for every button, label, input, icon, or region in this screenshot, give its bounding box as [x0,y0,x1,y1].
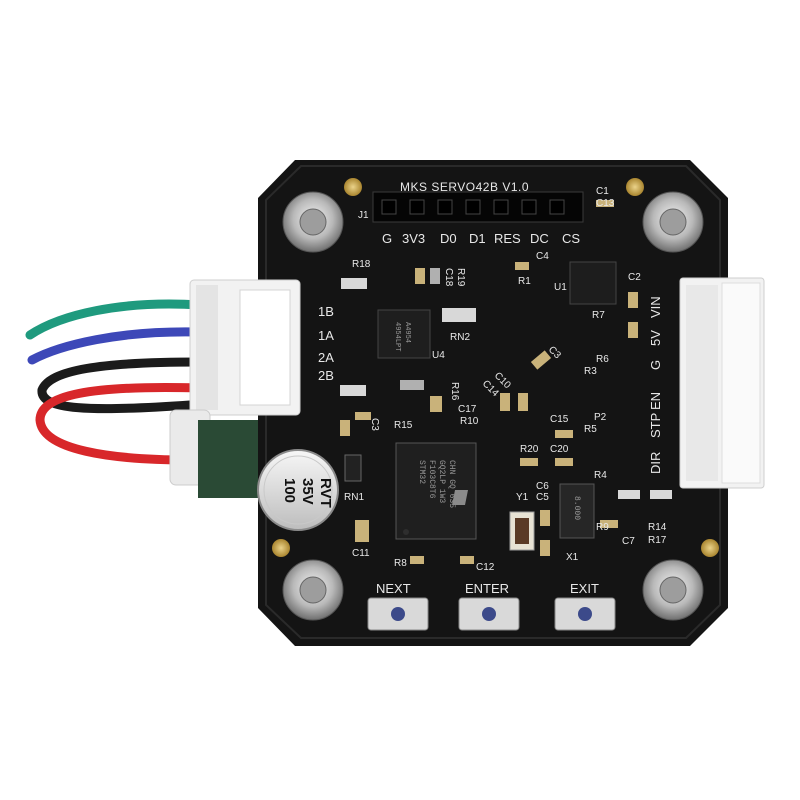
header-hole [549,199,565,215]
ref-c15: C15 [550,414,569,425]
header-j1 [372,191,584,223]
header-pin-label: DC [530,231,549,246]
wire-red [35,383,205,465]
crystal-mark: 8.000 [572,496,581,520]
ref-c6: C6 [536,481,549,492]
header-pin-label: D1 [469,231,486,246]
ref-u1: U1 [554,282,567,293]
ref-r19: R19 [455,268,466,287]
motor-wires [25,299,205,465]
ref-r17: R17 [648,535,667,546]
ref-c5: C5 [536,492,549,503]
header-hole [409,199,425,215]
header-pin-label: RES [494,231,521,246]
crystal-x1: 8.000 [559,483,595,539]
brass-pads [272,178,719,557]
driver-mark-1: 4954LPT [393,322,401,351]
ref-r4: R4 [594,470,607,481]
ref-r18: R18 [352,259,371,270]
header-pin-labels: G 3V3 D0 D1 RES DC CS [382,231,580,246]
cap-line-3: RVT [317,478,334,508]
ref-y1: Y1 [516,492,529,503]
mcu-mark-2: F103C8T6 [427,460,436,499]
header-hole [381,199,397,215]
motor-pin-2b: 2B [318,368,334,383]
ref-r3: R3 [584,366,597,377]
header-hole [437,199,453,215]
st-logo-icon [452,490,468,505]
header-pin-label: 3V3 [402,231,425,246]
driver-ic: 4954LPT A4954 [377,309,431,359]
ref-x1: X1 [566,552,579,563]
ref-c4: C4 [536,251,549,262]
wire-black [37,357,205,414]
ref-r15: R15 [394,420,413,431]
control-pin-label: 5V [648,330,663,346]
ref-c11: C11 [352,548,370,559]
ref-c12: C12 [476,562,495,573]
button-enter-label: ENTER [465,581,509,596]
ref-c20: C20 [550,444,569,455]
board-title: MKS SERVO42B V1.0 [400,180,529,194]
header-pin-label: CS [562,231,580,246]
crystal-y1 [509,511,535,551]
electrolytic-capacitor: 100 35V RVT [257,449,339,531]
motor-connector [169,279,301,498]
ref-u4: U4 [432,350,445,361]
mcu-mark-1: STM32 [417,460,426,484]
ref-p2: P2 [594,412,607,423]
control-pin-labels: DIR STP EN G 5V VIN [648,296,663,474]
ref-c13: C13 [596,198,615,209]
ref-c2: C2 [628,272,641,283]
mcu-ic: STM32 F103C8T6 GQ2LP 1W3 CHN GQ 635 [395,442,477,540]
tact-buttons [367,597,616,631]
header-hole [465,199,481,215]
ref-r16: R16 [449,382,460,401]
ref-c1: C1 [596,186,609,197]
smd-parts [340,200,672,564]
mcu-mark-4: CHN GQ 635 [447,460,456,508]
ref-r6: R6 [596,354,609,365]
regulator-u1 [569,261,617,305]
header-pin-holes [381,199,565,215]
control-pin-label: STP [648,413,663,438]
button-next-label: NEXT [376,581,411,596]
control-pin-label: DIR [648,452,663,474]
cap-line-1: 100 [281,478,298,503]
motor-pin-1a: 1A [318,328,334,343]
control-pin-label: G [648,360,663,370]
cap-line-2: 35V [299,478,316,505]
ref-c7: C7 [622,536,635,547]
control-connector [679,277,765,489]
ref-r8: R8 [394,558,407,569]
motor-pin-2a: 2A [318,350,334,365]
ref-r10: R10 [460,416,479,427]
wire-green [25,299,205,340]
ref-rn2: RN2 [450,332,470,343]
wire-blue [27,327,205,365]
header-pin-label: G [382,231,392,246]
screw-icon [282,191,704,621]
mcu-mark-3: GQ2LP 1W3 [437,460,446,503]
ref-r1: R1 [518,276,531,287]
header-pin-label: D0 [440,231,457,246]
control-pin-label: VIN [648,296,663,318]
driver-mark-2: A4954 [403,322,411,343]
header-hole [493,199,509,215]
ref-c3: C3 [369,418,380,431]
ref-r5: R5 [584,424,597,435]
ref-rn1: RN1 [344,492,364,503]
ref-c18: C18 [443,268,454,287]
button-exit-label: EXIT [570,581,599,596]
motor-pin-1b: 1B [318,304,334,319]
ref-r9: R9 [596,522,609,533]
header-hole [521,199,537,215]
ref-r20: R20 [520,444,539,455]
header-ref: J1 [358,210,369,221]
ref-r7: R7 [592,310,605,321]
ref-c17: C17 [458,404,477,415]
control-pin-label: EN [648,392,663,410]
ref-r14: R14 [648,522,667,533]
